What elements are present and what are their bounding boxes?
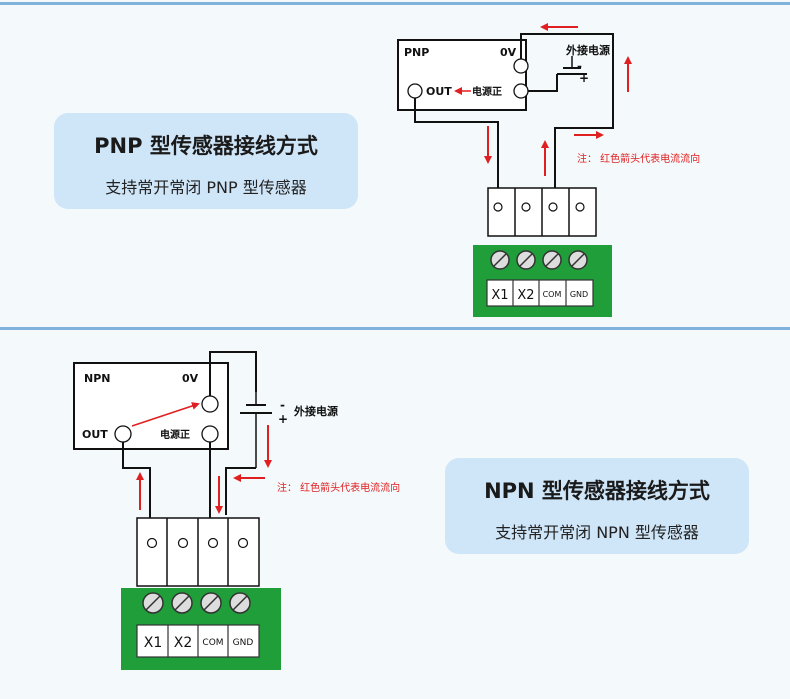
npn-power-pos-terminal [201,425,219,443]
npn-heading: NPN 型传感器接线方式 [484,479,710,503]
npn-wire-0v [209,351,257,396]
npn-minus-sign: - [280,398,285,412]
pnp-label-x1: X1 [491,288,508,303]
pnp-out-label: OUT [426,85,452,98]
pnp-subheading: 支持常开常闭 PNP 型传感器 [105,178,307,197]
pnp-wire-out-to-x1 [414,98,499,205]
npn-info-card: NPN 型传感器接线方式 支持常开常闭 NPN 型传感器 [445,458,749,554]
npn-screw-x1 [146,537,158,549]
pnp-heading: PNP 型传感器接线方式 [94,134,318,158]
npn-diagram: NPN 0V OUT 电源正 - + 外接电源 [73,351,400,670]
npn-screw-gnd [237,537,249,549]
top-divider [0,2,790,5]
pnp-diagram: PNP 0V OUT 电源正 - + 外接电源 注： 红色 [397,23,700,317]
pnp-label-strip [486,279,594,307]
pnp-label-com: COM [543,290,562,299]
npn-out-terminal [114,425,132,443]
pnp-sensor-label: PNP [404,46,429,59]
npn-board-screws [142,592,251,614]
npn-label-x1: X1 [144,635,163,651]
pnp-zero-v-label: 0V [500,46,517,59]
pnp-label-x2: X2 [517,288,534,303]
npn-label-gnd: GND [233,638,254,648]
pnp-screw-com [548,202,558,212]
npn-label-x2: X2 [174,635,193,651]
npn-zero-v-terminal [201,395,219,413]
pnp-zero-v-terminal [513,58,529,74]
npn-wire-out-to-x1 [122,442,151,540]
pnp-screw-gnd [575,202,585,212]
pnp-label-gnd: GND [570,290,588,299]
npn-plus-sign: + [278,412,288,426]
npn-power-pos-label: 电源正 [160,428,190,441]
npn-out-label: OUT [82,428,108,441]
pnp-power-pos-terminal [513,83,529,99]
npn-screw-com [207,537,219,549]
pnp-out-terminal [407,83,423,99]
pnp-plus-sign: + [579,71,589,85]
pnp-screw-x1 [493,202,503,212]
pnp-ext-power-label: 外接电源 [565,43,610,57]
npn-label-com: COM [202,638,223,648]
pnp-wire-power-pos [528,74,558,92]
npn-screw-x2 [177,537,189,549]
pnp-power-pos-label: 电源正 [472,85,502,98]
npn-zero-v-label: 0V [182,372,199,385]
npn-sensor-label: NPN [84,372,110,385]
pnp-minus-sign: - [577,59,582,73]
pnp-board-screws [490,250,588,270]
npn-wire-power-return [225,467,256,515]
pnp-info-card: PNP 型传感器接线方式 支持常开常闭 PNP 型传感器 [54,113,358,209]
middle-divider [0,327,790,330]
pnp-note: 注： 红色箭头代表电流流向 [577,152,700,165]
pnp-screw-x2 [521,202,531,212]
npn-note: 注： 红色箭头代表电流流向 [277,481,400,494]
pnp-sensor-box [397,39,527,111]
pnp-wire-0v-to-com [520,33,614,205]
npn-ext-power-label: 外接电源 [293,404,338,418]
npn-internal-arrow [131,402,200,427]
npn-subheading: 支持常开常闭 NPN 型传感器 [495,523,699,542]
